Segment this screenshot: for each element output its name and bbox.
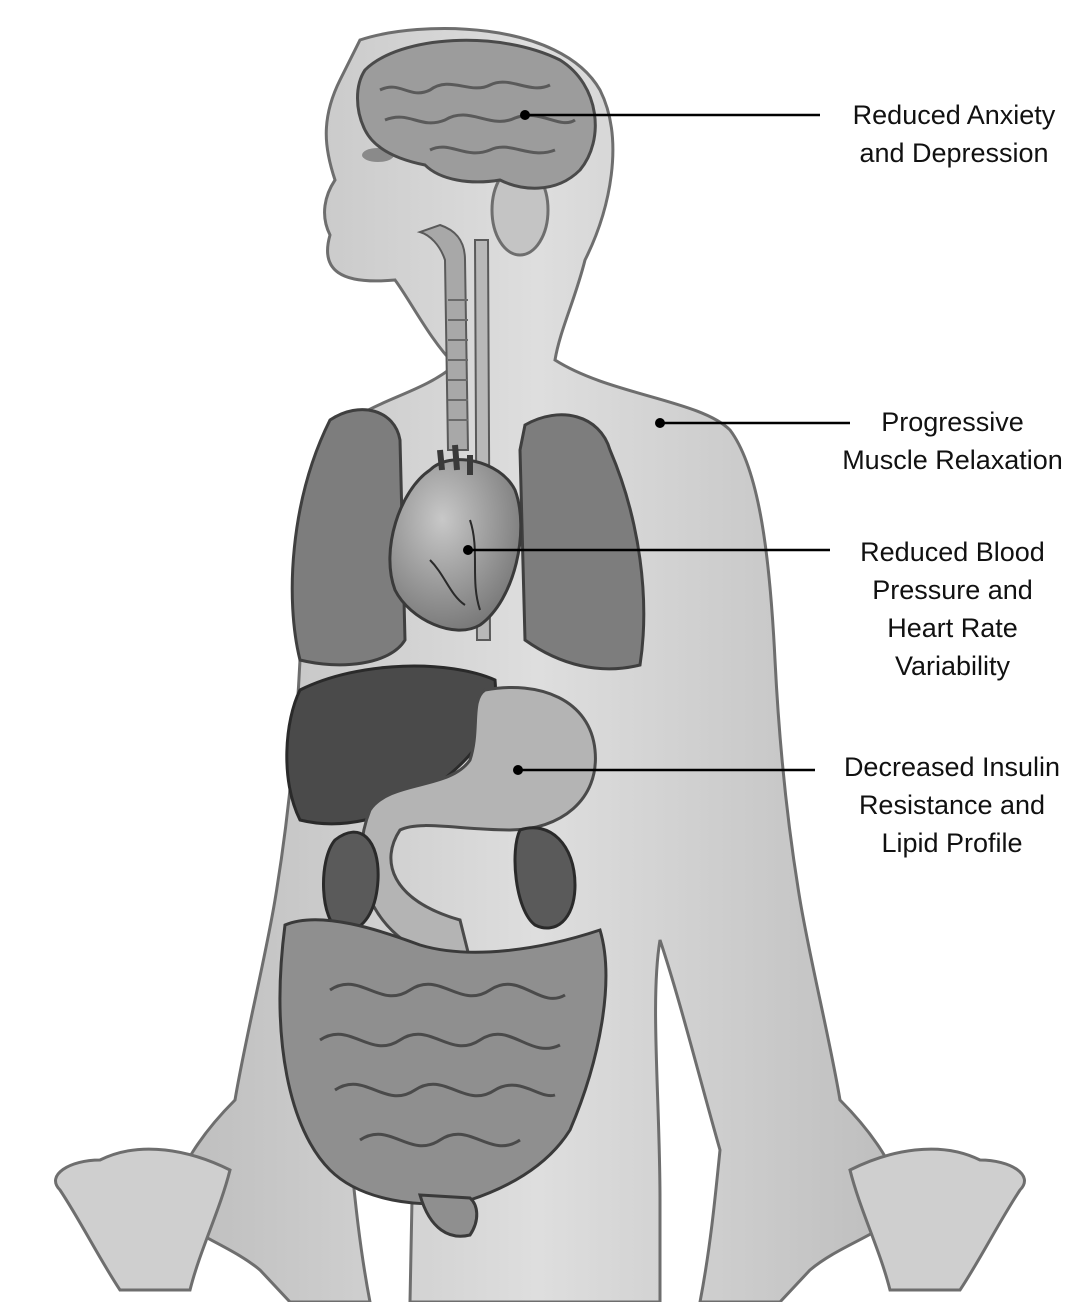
- callout-stomach-line-3: Lipid Profile: [828, 824, 1076, 862]
- callout-muscle-line-1: Progressive: [825, 403, 1080, 441]
- callout-muscle-line-2: Muscle Relaxation: [825, 441, 1080, 479]
- callout-brain-line-1: Reduced Anxiety: [835, 96, 1073, 134]
- callout-muscle: Progressive Muscle Relaxation: [825, 403, 1080, 479]
- leader-dot-heart: [463, 545, 473, 555]
- callout-heart-line-1: Reduced Blood: [840, 533, 1065, 571]
- callout-heart-line-4: Variability: [840, 647, 1065, 685]
- callout-stomach: Decreased Insulin Resistance and Lipid P…: [828, 748, 1076, 862]
- right-hand: [850, 1149, 1024, 1290]
- callout-heart-line-2: Pressure and: [840, 571, 1065, 609]
- left-kidney: [324, 832, 379, 931]
- callout-heart-line-3: Heart Rate: [840, 609, 1065, 647]
- left-lung: [292, 410, 405, 665]
- left-hand: [56, 1149, 230, 1290]
- leader-dot-brain: [520, 110, 530, 120]
- callout-stomach-line-1: Decreased Insulin: [828, 748, 1076, 786]
- callout-brain: Reduced Anxiety and Depression: [835, 96, 1073, 172]
- leader-dot-stomach: [513, 765, 523, 775]
- callout-heart: Reduced Blood Pressure and Heart Rate Va…: [840, 533, 1065, 685]
- leader-dot-muscle: [655, 418, 665, 428]
- callout-brain-line-2: and Depression: [835, 134, 1073, 172]
- callout-stomach-line-2: Resistance and: [828, 786, 1076, 824]
